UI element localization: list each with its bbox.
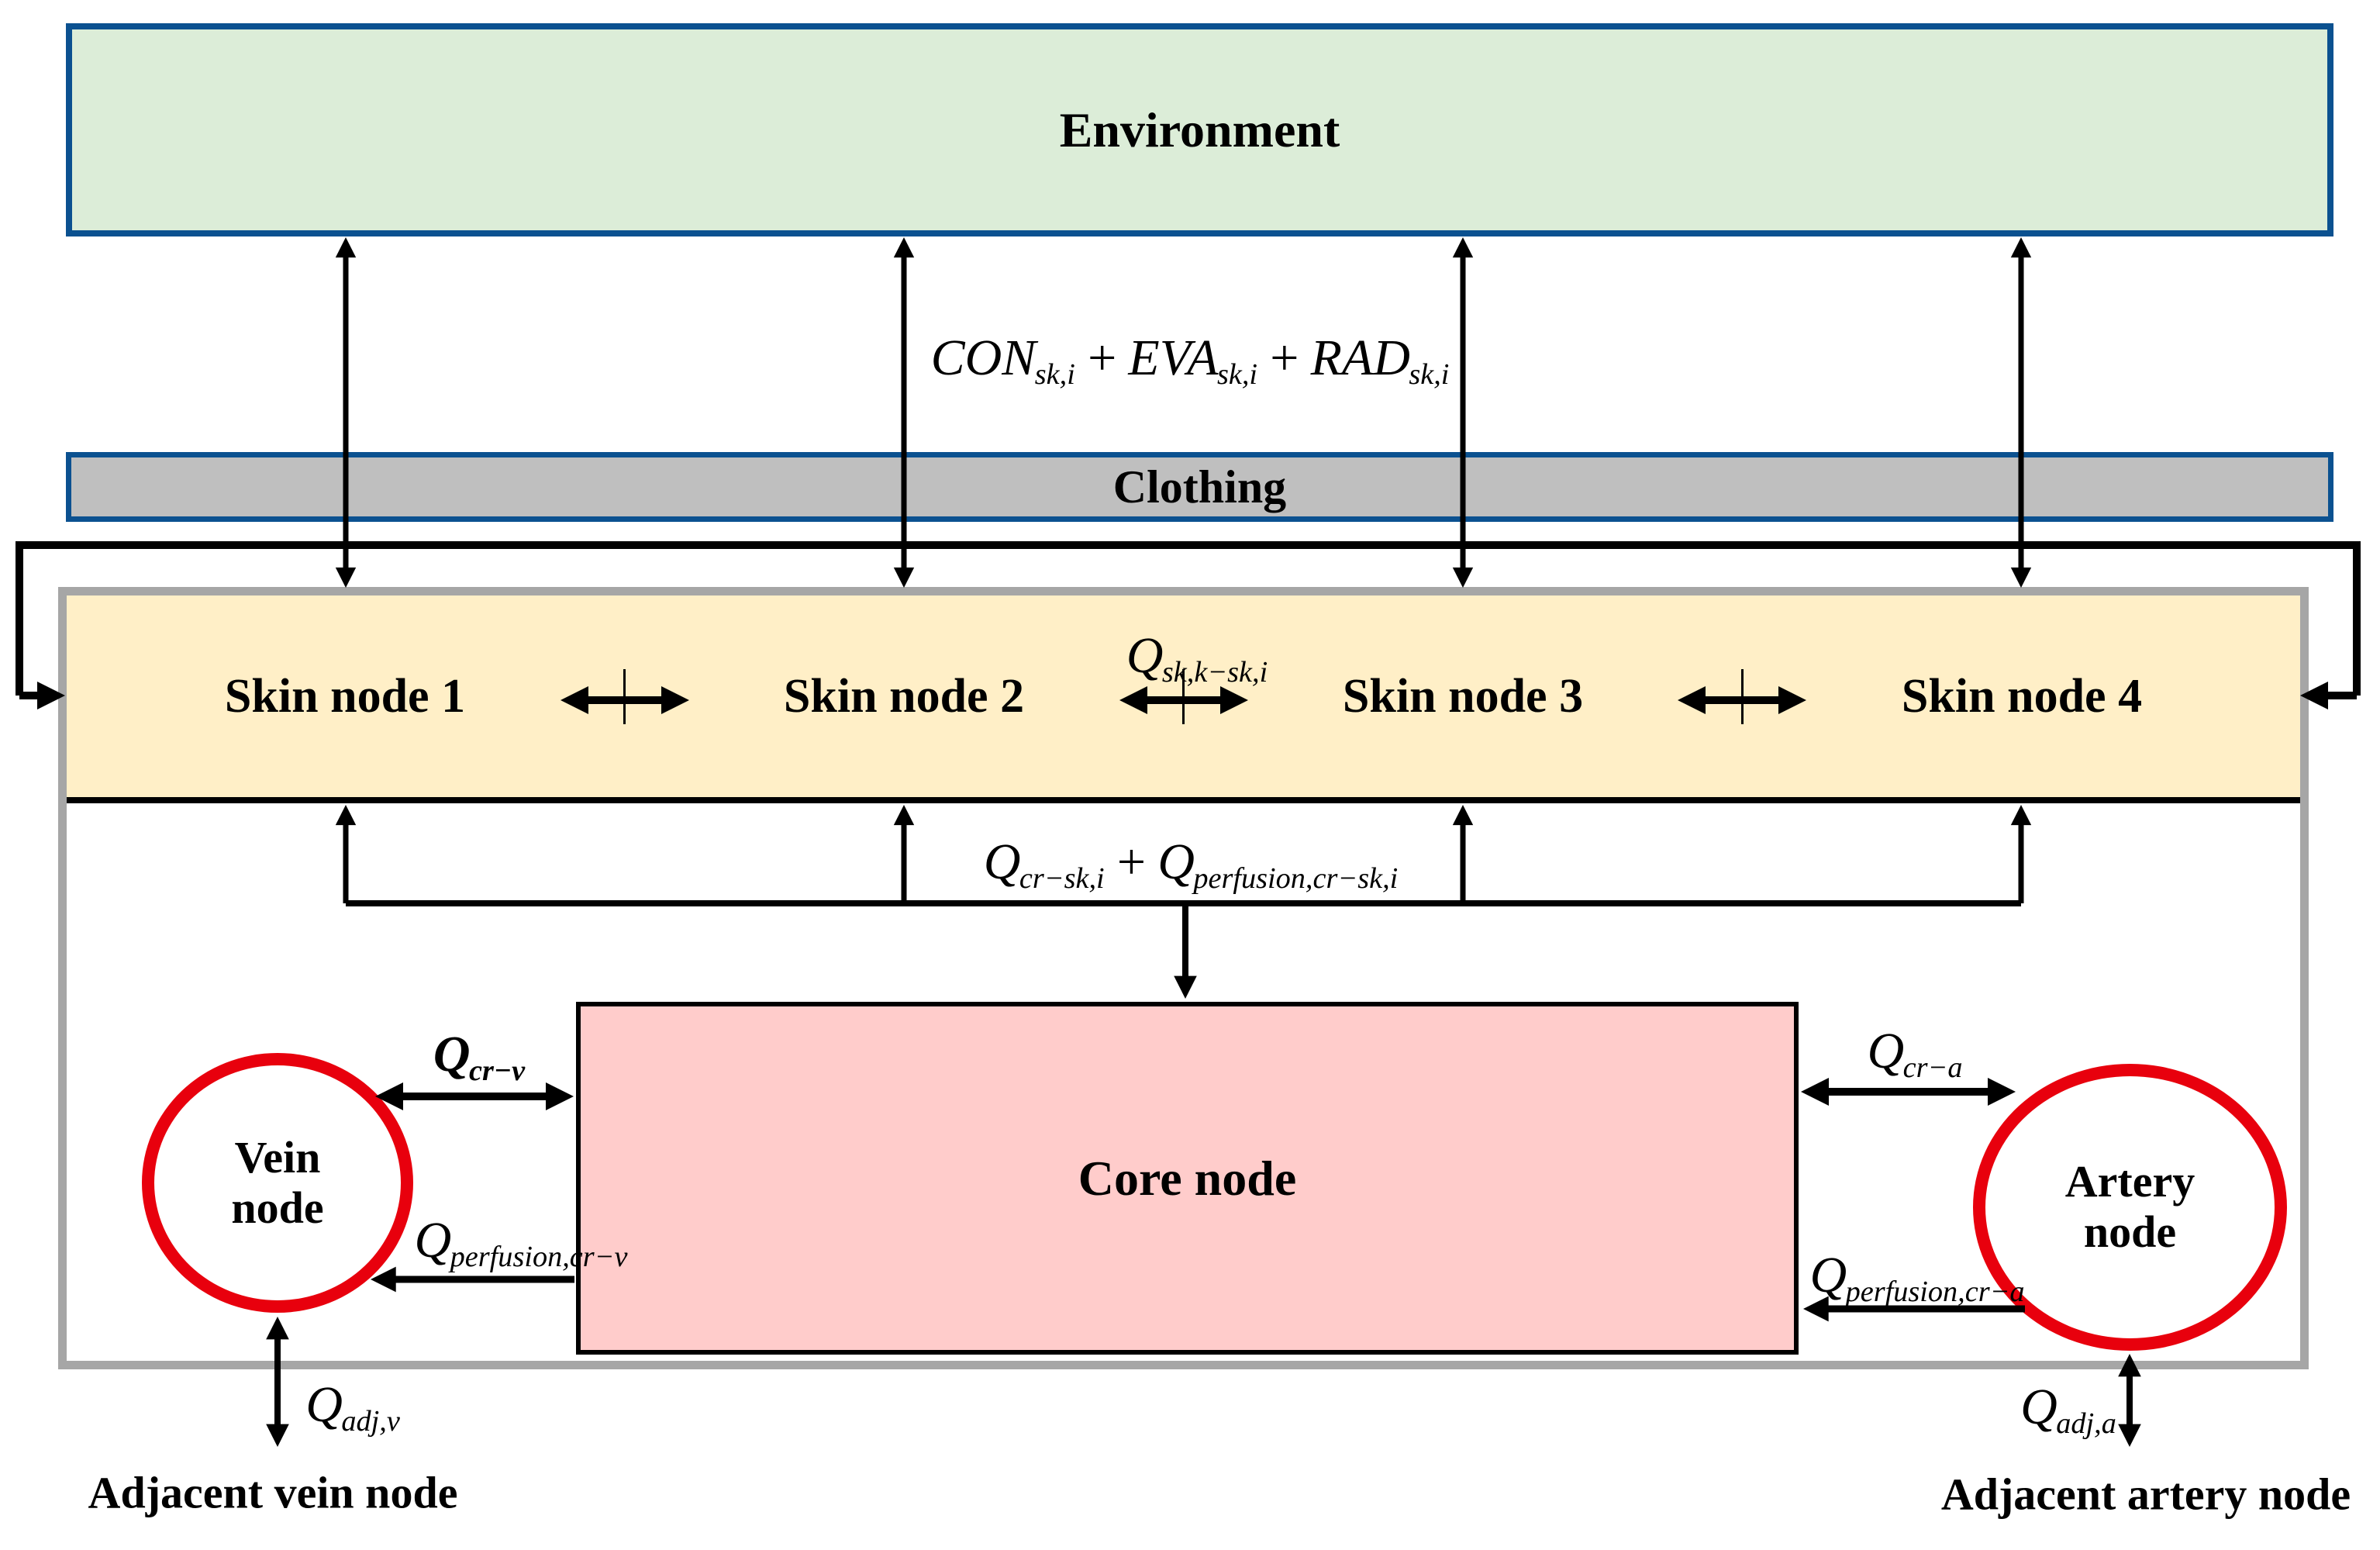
eq-subscript: adj,a [2056,1407,2116,1441]
skin-node-2: Skin node 2 [626,668,1185,724]
skin-node-1: Skin node 1 [67,668,626,724]
eq-subscript: cr−v [469,1055,526,1088]
label-perfusion-core-vein: Qperfusion,cr−v [414,1211,628,1274]
arrow-environment-skin-1 [335,237,357,588]
eq-term: Q [1157,834,1195,890]
skin-node-4-label: Skin node 4 [1901,669,2143,723]
label-adjacent-vein-flow: Qadj,v [305,1376,400,1438]
eq-subscript: perfusion,cr−v [450,1241,628,1274]
environment-label: Environment [1059,102,1340,157]
eq-term: Q [305,1376,343,1433]
label-perfusion-core-artery: Qperfusion,cr−a [1809,1246,2025,1309]
eq-subscript: cr−sk,i [1019,862,1105,896]
eq-subscript: sk,i [1409,358,1450,392]
eq-subscript: sk,i [1216,358,1258,392]
core-node-label: Core node [1078,1150,1297,1206]
plus-sign: + [1084,330,1119,386]
label-core-to-skin: Qcr−sk,i+Qperfusion,cr−sk,i [983,833,1399,896]
eq-term: Q [983,834,1021,890]
plus-sign: + [1267,330,1302,386]
skin-node-3: Skin node 3 [1185,668,1744,724]
label-skin-conduction: Qsk,k−sk,i [1126,627,1268,689]
clothing-label: Clothing [1112,461,1287,513]
eq-term: Q [1126,627,1164,684]
core-node-box: Core node [576,1002,1799,1355]
eq-subscript: sk,i [1034,358,1075,392]
eq-term: Q [1867,1023,1905,1079]
plus-sign: + [1113,834,1149,890]
adjacent-vein-node-label: Adjacent vein node [88,1467,458,1518]
label-adjacent-artery-flow: Qadj,a [2020,1378,2116,1441]
arrow-environment-skin-2 [893,237,915,588]
vein-node-label-line1: Vein [234,1131,321,1182]
eq-term: Q [1809,1247,1847,1303]
label-core-vein: Qcr−v [433,1025,526,1088]
body-outline-box [58,587,2309,1369]
skin-node-3-label: Skin node 3 [1342,669,1584,723]
arrow-environment-skin-4 [2010,237,2032,588]
eq-term: EVA [1128,330,1219,386]
label-environment-exchange: CONsk,i+EVAsk,i+RADsk,i [930,329,1450,392]
artery-node-label-line1: Artery [2064,1156,2195,1207]
eq-term: Q [2020,1379,2057,1435]
eq-term: RAD [1310,330,1410,386]
skin-node-2-label: Skin node 2 [783,669,1025,723]
skin-node-4: Skin node 4 [1744,669,2300,724]
vein-node-label-line2: node [231,1182,324,1233]
environment-box: Environment [66,23,2333,236]
adjacent-artery-node-label: Adjacent artery node [1940,1469,2351,1520]
skin-node-1-label: Skin node 1 [224,669,466,723]
eq-term: Q [433,1026,471,1082]
eq-subscript: cr−a [1902,1051,1963,1085]
skin-node-row: Skin node 1 Skin node 2 Skin node 3 Skin… [67,595,2300,803]
eq-subscript: adj,v [341,1405,400,1438]
eq-subscript: perfusion,cr−sk,i [1193,862,1399,896]
eq-subscript: perfusion,cr−a [1845,1276,2025,1309]
eq-term: CON [930,330,1037,386]
eq-subscript: sk,k−sk,i [1161,656,1268,689]
arrow-environment-skin-3 [1452,237,1474,588]
vein-node-circle: Vein node [142,1053,413,1313]
artery-node-label-line2: node [2083,1207,2177,1257]
clothing-box: Clothing [66,452,2333,522]
label-core-artery: Qcr−a [1867,1022,1963,1085]
eq-term: Q [414,1212,452,1269]
